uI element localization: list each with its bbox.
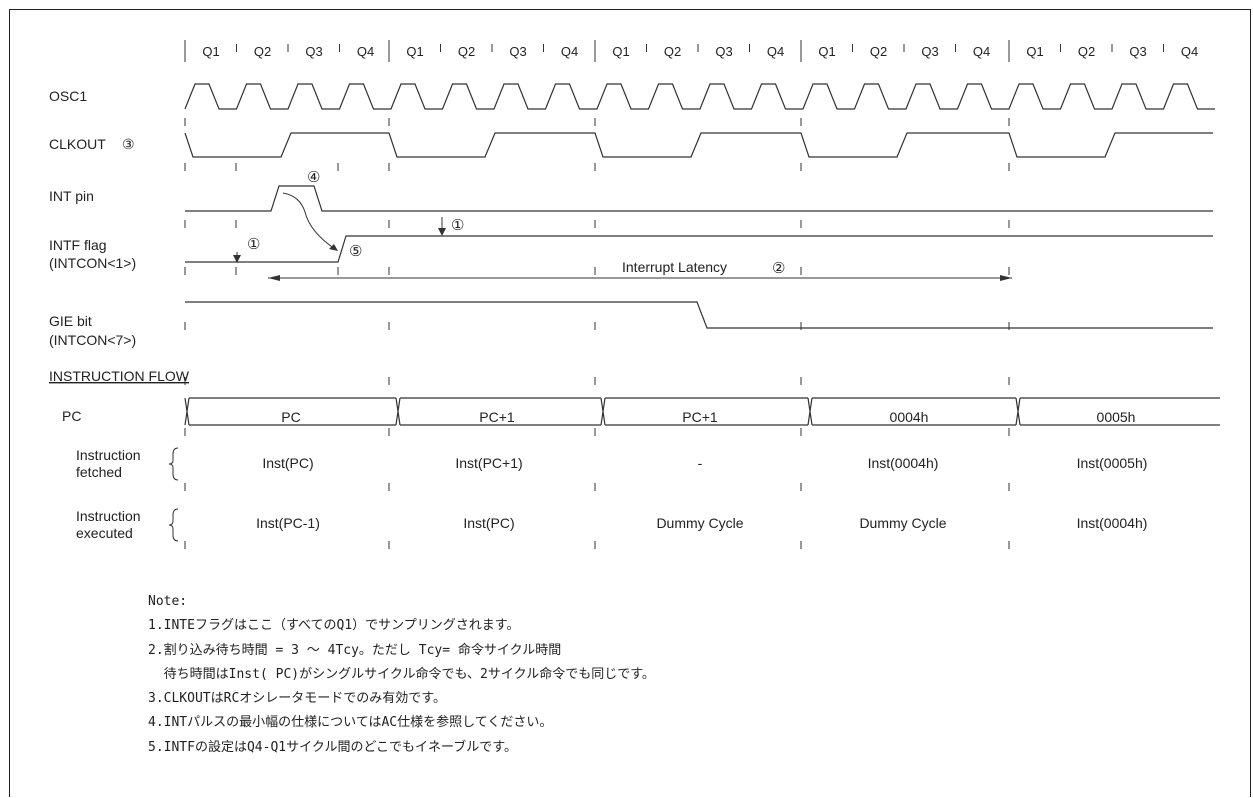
instruction-flow-title: INSTRUCTION FLOW [49, 368, 190, 384]
pc-value-3: PC+1 [682, 409, 718, 425]
phase-label-q1: Q1 [202, 44, 219, 59]
pc-value-2: PC+1 [479, 409, 515, 425]
osc1-label: OSC1 [49, 88, 87, 104]
phase-label-q3: Q3 [1129, 44, 1146, 59]
phase-label-q3: Q3 [715, 44, 732, 59]
fetched-row-label-2: fetched [76, 464, 122, 480]
note-marker-3: ③ [122, 136, 135, 152]
diagram-frame [9, 9, 1251, 797]
phase-label-q1: Q1 [612, 44, 629, 59]
gie-bit-register: (INTCON<7>) [49, 332, 136, 348]
fetched-1: Inst(PC) [262, 455, 313, 471]
fetched-4: Inst(0004h) [868, 455, 939, 471]
phase-label-q3: Q3 [509, 44, 526, 59]
pc-value-1: PC [281, 409, 300, 425]
intf-flag-waveform [185, 235, 1213, 263]
phase-label-q4: Q4 [357, 44, 374, 59]
note-marker-5: ⑤ [349, 243, 362, 260]
phase-label-q4: Q4 [973, 44, 990, 59]
fetched-row-label-1: Instruction [76, 447, 141, 463]
gie-bit-label: GIE bit [49, 313, 92, 329]
phase-label-q4: Q4 [561, 44, 578, 59]
note-heading: Note: [148, 594, 188, 609]
clkout-label: CLKOUT [49, 136, 106, 152]
phase-label-q2: Q2 [458, 44, 475, 59]
note-marker-2: ② [772, 260, 785, 277]
phase-label-q4: Q4 [767, 44, 784, 59]
latency-arrow-right [1000, 275, 1012, 281]
executed-1: Inst(PC-1) [256, 515, 320, 531]
note-marker-1a: ① [247, 236, 260, 253]
executed-brace [168, 508, 179, 542]
phase-label-q2: Q2 [664, 44, 681, 59]
phase-label-q2: Q2 [870, 44, 887, 59]
note-4: 4.INTパルスの最小幅の仕様についてはAC仕様を参照してください。 [148, 715, 553, 731]
executed-2: Inst(PC) [463, 515, 514, 531]
timing-diagram: Q1 Q2 Q3 Q4 Q1 Q2 Q3 Q4 Q1 Q2 Q3 Q4 Q1 Q2 Q3 Q4 Q1 Q2 Q3 Q4… [49, 40, 1220, 549]
int-to-intf-arrowhead [329, 244, 338, 251]
gie-bit-waveform [185, 301, 1213, 329]
fetched-2: Inst(PC+1) [455, 455, 522, 471]
notes-block: Note: 1.INTEフラグはここ（すべてのQ1）でサンプリングされます。 2… [148, 590, 655, 760]
int-pin-label: INT pin [49, 188, 94, 204]
fetched-5: Inst(0005h) [1077, 455, 1148, 471]
phase-label-q2: Q2 [1078, 44, 1095, 59]
pc-value-4: 0004h [890, 409, 929, 425]
note-2-continued: 待ち時間はInst( PC)がシングルサイクル命令でも、2サイクル命令でも同じで… [148, 666, 655, 682]
executed-row-label-2: executed [76, 525, 133, 541]
phase-label-q2: Q2 [254, 44, 271, 59]
phase-label-q3: Q3 [305, 44, 322, 59]
interrupt-latency-label: Interrupt Latency [622, 259, 727, 275]
note-3: 3.CLKOUTはRCオシレータモードでのみ有効です。 [148, 691, 446, 707]
fetched-3: - [698, 455, 703, 471]
note-marker-1b: ① [451, 217, 464, 234]
latency-arrow-left [268, 275, 280, 281]
note-marker-4: ④ [307, 169, 320, 186]
phase-label-q1: Q1 [406, 44, 423, 59]
fetched-brace [168, 447, 179, 481]
phase-label-q3: Q3 [921, 44, 938, 59]
sample-arrow-2-head [438, 228, 446, 236]
executed-5: Inst(0004h) [1077, 515, 1148, 531]
note-1: 1.INTEフラグはここ（すべてのQ1）でサンプリングされます。 [148, 618, 520, 634]
executed-3: Dummy Cycle [656, 515, 743, 531]
pc-bus-waveform [184, 397, 1220, 426]
pc-value-5: 0005h [1097, 409, 1136, 425]
phase-label-q1: Q1 [1026, 44, 1043, 59]
intf-flag-register: (INTCON<1>) [49, 255, 136, 271]
intf-flag-label: INTF flag [49, 237, 107, 253]
phase-label-q4: Q4 [1181, 44, 1198, 59]
osc1-waveform [184, 83, 1215, 110]
pc-row-label: PC [62, 408, 81, 424]
phase-label-q1: Q1 [818, 44, 835, 59]
note-5: 5.INTFの設定はQ4-Q1サイクル間のどこでもイネーブルです。 [148, 739, 517, 755]
executed-4: Dummy Cycle [859, 515, 946, 531]
executed-row-label-1: Instruction [76, 508, 141, 524]
int-pin-waveform [185, 185, 1213, 212]
int-to-intf-arrow [282, 192, 336, 250]
sample-arrow-1-head [233, 255, 241, 263]
note-2: 2.割り込み待ち時間 = 3 ～ 4Tcy。ただし Tcy= 命令サイクル時間 [148, 642, 562, 658]
clkout-waveform [184, 132, 1213, 158]
